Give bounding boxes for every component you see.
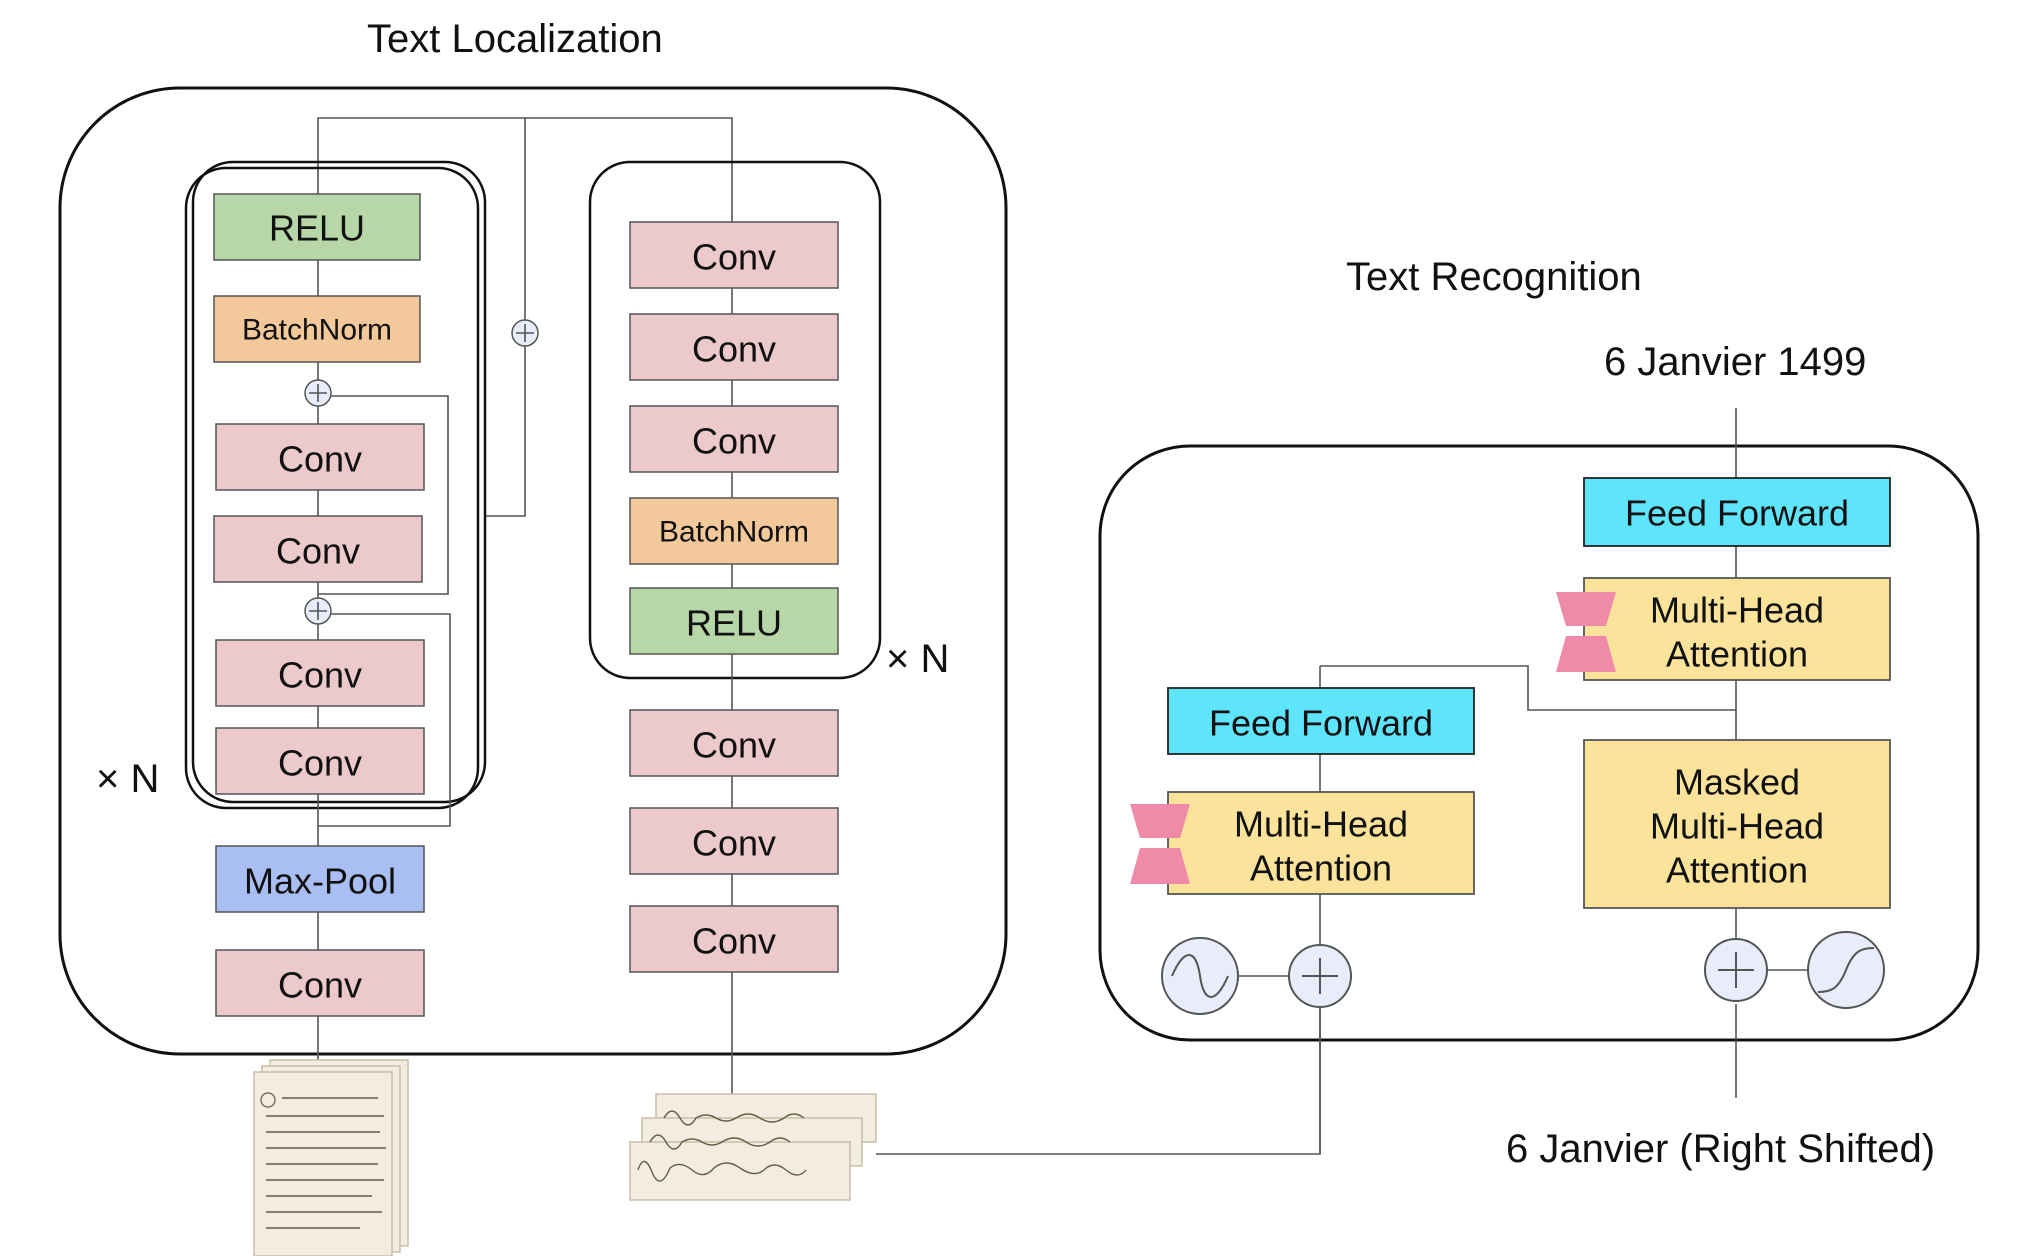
right-conv-label-5: Conv [692, 823, 776, 864]
title-text-recognition: Text Recognition [1346, 255, 1642, 299]
encoder-plus-icon-cross [1302, 958, 1338, 994]
right-conv-label-4: Conv [692, 725, 776, 766]
right-repeat-frame [588, 160, 882, 680]
output-label: 6 Janvier 1499 [1604, 340, 1866, 384]
left-conv-bottom-label: Conv [278, 965, 362, 1006]
decoder-attention-hourglass-icon [1556, 592, 1616, 672]
left-conv-box-2 [213, 515, 423, 583]
left-relu-box [213, 193, 421, 261]
outer-plus-icon-cross [516, 324, 534, 342]
left-conv-label-4: Conv [278, 743, 362, 784]
right-batchnorm-box [629, 497, 839, 565]
left-conv-box-4 [215, 727, 425, 795]
right-conv-box-6 [629, 905, 839, 973]
encoder-attention-hourglass-icon [1130, 804, 1190, 884]
left-batchnorm-label: BatchNorm [242, 314, 392, 347]
right-conv-label-2: Conv [692, 329, 776, 370]
title-text-localization: Text Localization [367, 17, 663, 61]
right-conv-box-4 [629, 709, 839, 777]
decoder-plus-icon-cross [1718, 952, 1754, 988]
skip-connector-outer [486, 118, 526, 517]
right-conv-label-3: Conv [692, 421, 776, 462]
right-conv-box-5 [629, 807, 839, 875]
decoder-attention-box [1583, 577, 1891, 681]
left-maxpool-box [215, 845, 425, 913]
left-plus-icon-2-cross [309, 602, 327, 620]
left-skip-2 [318, 613, 451, 827]
decoder-feed-forward-label: Feed Forward [1625, 493, 1849, 534]
handwritten-lines-icon [629, 1093, 877, 1201]
encoder-attention-box [1167, 791, 1475, 895]
left-repeat-frame [184, 166, 480, 810]
left-repeat-label: × N [96, 757, 159, 801]
right-relu-box [629, 587, 839, 655]
right-conv-label-1: Conv [692, 237, 776, 278]
right-relu-label: RELU [686, 603, 782, 644]
decoder-masked-label-3: Attention [1666, 850, 1808, 891]
right-conv-label-6: Conv [692, 921, 776, 962]
right-batchnorm-label: BatchNorm [659, 516, 809, 549]
left-conv-bottom-box [215, 949, 425, 1017]
localization-frame [58, 86, 1008, 1056]
encoder-feed-forward-label: Feed Forward [1209, 703, 1433, 744]
encoder-positional-wave [1171, 954, 1229, 998]
left-conv-label-1: Conv [278, 439, 362, 480]
decoder-attention-label-1: Multi-Head [1650, 590, 1824, 631]
decoder-positional-wave [1817, 947, 1875, 993]
recognition-input-connector [876, 978, 1321, 1155]
recognition-frame [1098, 444, 1980, 1042]
encoder-feed-forward-box [1167, 687, 1475, 755]
right-conv-box-1 [629, 221, 839, 289]
left-maxpool-label: Max-Pool [244, 861, 396, 902]
encoder-attention-label-2: Attention [1250, 848, 1392, 889]
decoder-attention-label-2: Attention [1666, 634, 1808, 675]
decoder-feed-forward-box [1583, 477, 1891, 547]
left-relu-label: RELU [269, 208, 365, 249]
right-conv-box-3 [629, 405, 839, 473]
left-conv-label-3: Conv [278, 655, 362, 696]
left-conv-label-2: Conv [276, 531, 360, 572]
document-pages-icon [253, 1059, 409, 1256]
right-repeat-label: × N [886, 637, 949, 681]
decoder-masked-attention-box [1583, 739, 1891, 909]
left-skip-1 [318, 395, 449, 595]
left-plus-icon-1-cross [309, 384, 327, 402]
left-batchnorm-box [213, 295, 421, 363]
right-conv-box-2 [629, 313, 839, 381]
left-conv-box-1 [215, 423, 425, 491]
left-conv-box-3 [215, 639, 425, 707]
encoder-attention-label-1: Multi-Head [1234, 804, 1408, 845]
decoder-masked-label-1: Masked [1674, 762, 1800, 803]
left-repeat-frame-shadow [191, 160, 487, 804]
decoder-masked-label-2: Multi-Head [1650, 806, 1824, 847]
input-label: 6 Janvier (Right Shifted) [1506, 1127, 1935, 1171]
